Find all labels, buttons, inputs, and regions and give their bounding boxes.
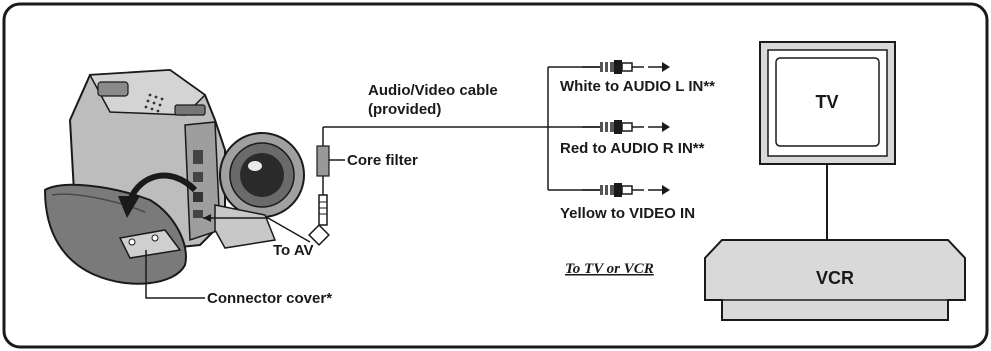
core-filter-label: Core filter — [347, 152, 418, 169]
core-filter — [316, 145, 330, 177]
av-cable-label-line1: Audio/Video cable — [368, 82, 498, 99]
to-tv-or-vcr-label: To TV or VCR — [565, 261, 654, 277]
white-plug-label: White to AUDIO L IN** — [560, 78, 715, 95]
tv-label: TV — [815, 92, 838, 112]
av-cable-label-line2: (provided) — [368, 101, 441, 118]
av-cable — [203, 66, 600, 246]
tv-illustration — [759, 41, 896, 165]
vcr-illustration — [704, 239, 966, 321]
connector-cover-label: Connector cover* — [207, 290, 332, 307]
camcorder-illustration — [43, 68, 305, 299]
av-jack — [193, 192, 203, 202]
red-plug-label: Red to AUDIO R IN** — [560, 140, 705, 157]
vcr-label: VCR — [816, 268, 854, 288]
open-arrow-icon — [127, 172, 198, 202]
yellow-plug-label: Yellow to VIDEO IN — [560, 205, 695, 222]
to-av-label: To AV — [273, 242, 314, 259]
